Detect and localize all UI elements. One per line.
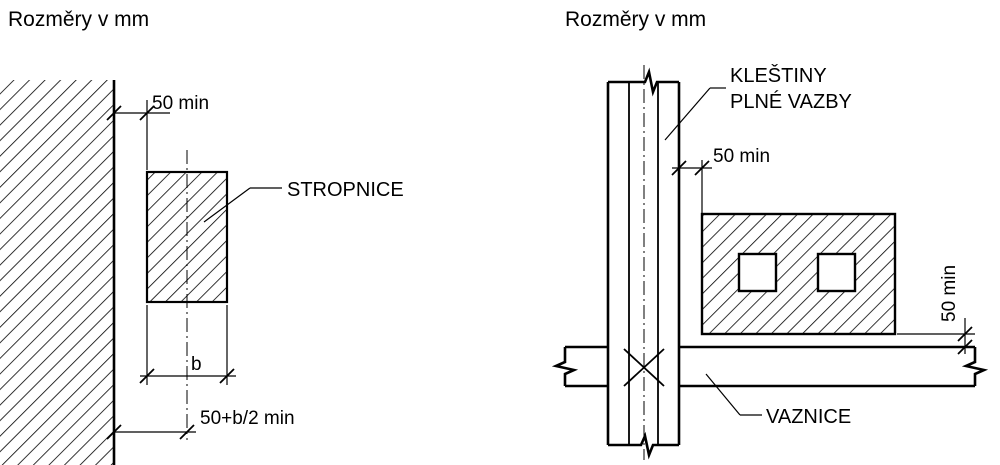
- dim-top-label: 50 min: [152, 93, 209, 114]
- klestiny-label-line2: PLNÉ VAZBY: [730, 90, 852, 113]
- klestiny-post: [606, 67, 681, 460]
- dim-bottom-label: 50+b/2 min: [200, 408, 295, 429]
- stropnice-label: STROPNICE: [287, 179, 404, 201]
- intersection-cross: [623, 348, 665, 387]
- dim-side-label: 50 min: [713, 146, 770, 167]
- right-panel: Rozměry v mm KLEŠTINY PLNÉ VAZBY 50: [551, 8, 989, 460]
- wall-hatch: [0, 80, 114, 465]
- block-opening-left: [737, 252, 778, 293]
- dim-top-50min: 50 min: [106, 93, 209, 170]
- stropnice-leader: STROPNICE: [203, 179, 404, 223]
- dim-vertical-label: 50 min: [939, 265, 960, 322]
- vaznice-leader: VAZNICE: [705, 373, 851, 428]
- block-opening-right: [816, 252, 857, 293]
- hatched-block: [700, 212, 897, 336]
- dim-vertical-50min: 50 min: [897, 265, 975, 355]
- left-heading: Rozměry v mm: [8, 8, 149, 31]
- vaznice-label: VAZNICE: [766, 406, 851, 428]
- klestiny-leader: KLEŠTINY PLNÉ VAZBY: [664, 64, 852, 141]
- dim-b: b: [139, 305, 236, 385]
- dim-b-label: b: [191, 354, 202, 375]
- dim-bottom: 50+b/2 min: [106, 408, 295, 440]
- vaznice-beam: [551, 345, 989, 388]
- klestiny-label-line1: KLEŠTINY: [730, 64, 827, 87]
- dim-side-50min: 50 min: [671, 146, 770, 213]
- left-panel: Rozměry v mm 50 min STROPNICE: [0, 8, 404, 465]
- right-heading: Rozměry v mm: [565, 8, 706, 31]
